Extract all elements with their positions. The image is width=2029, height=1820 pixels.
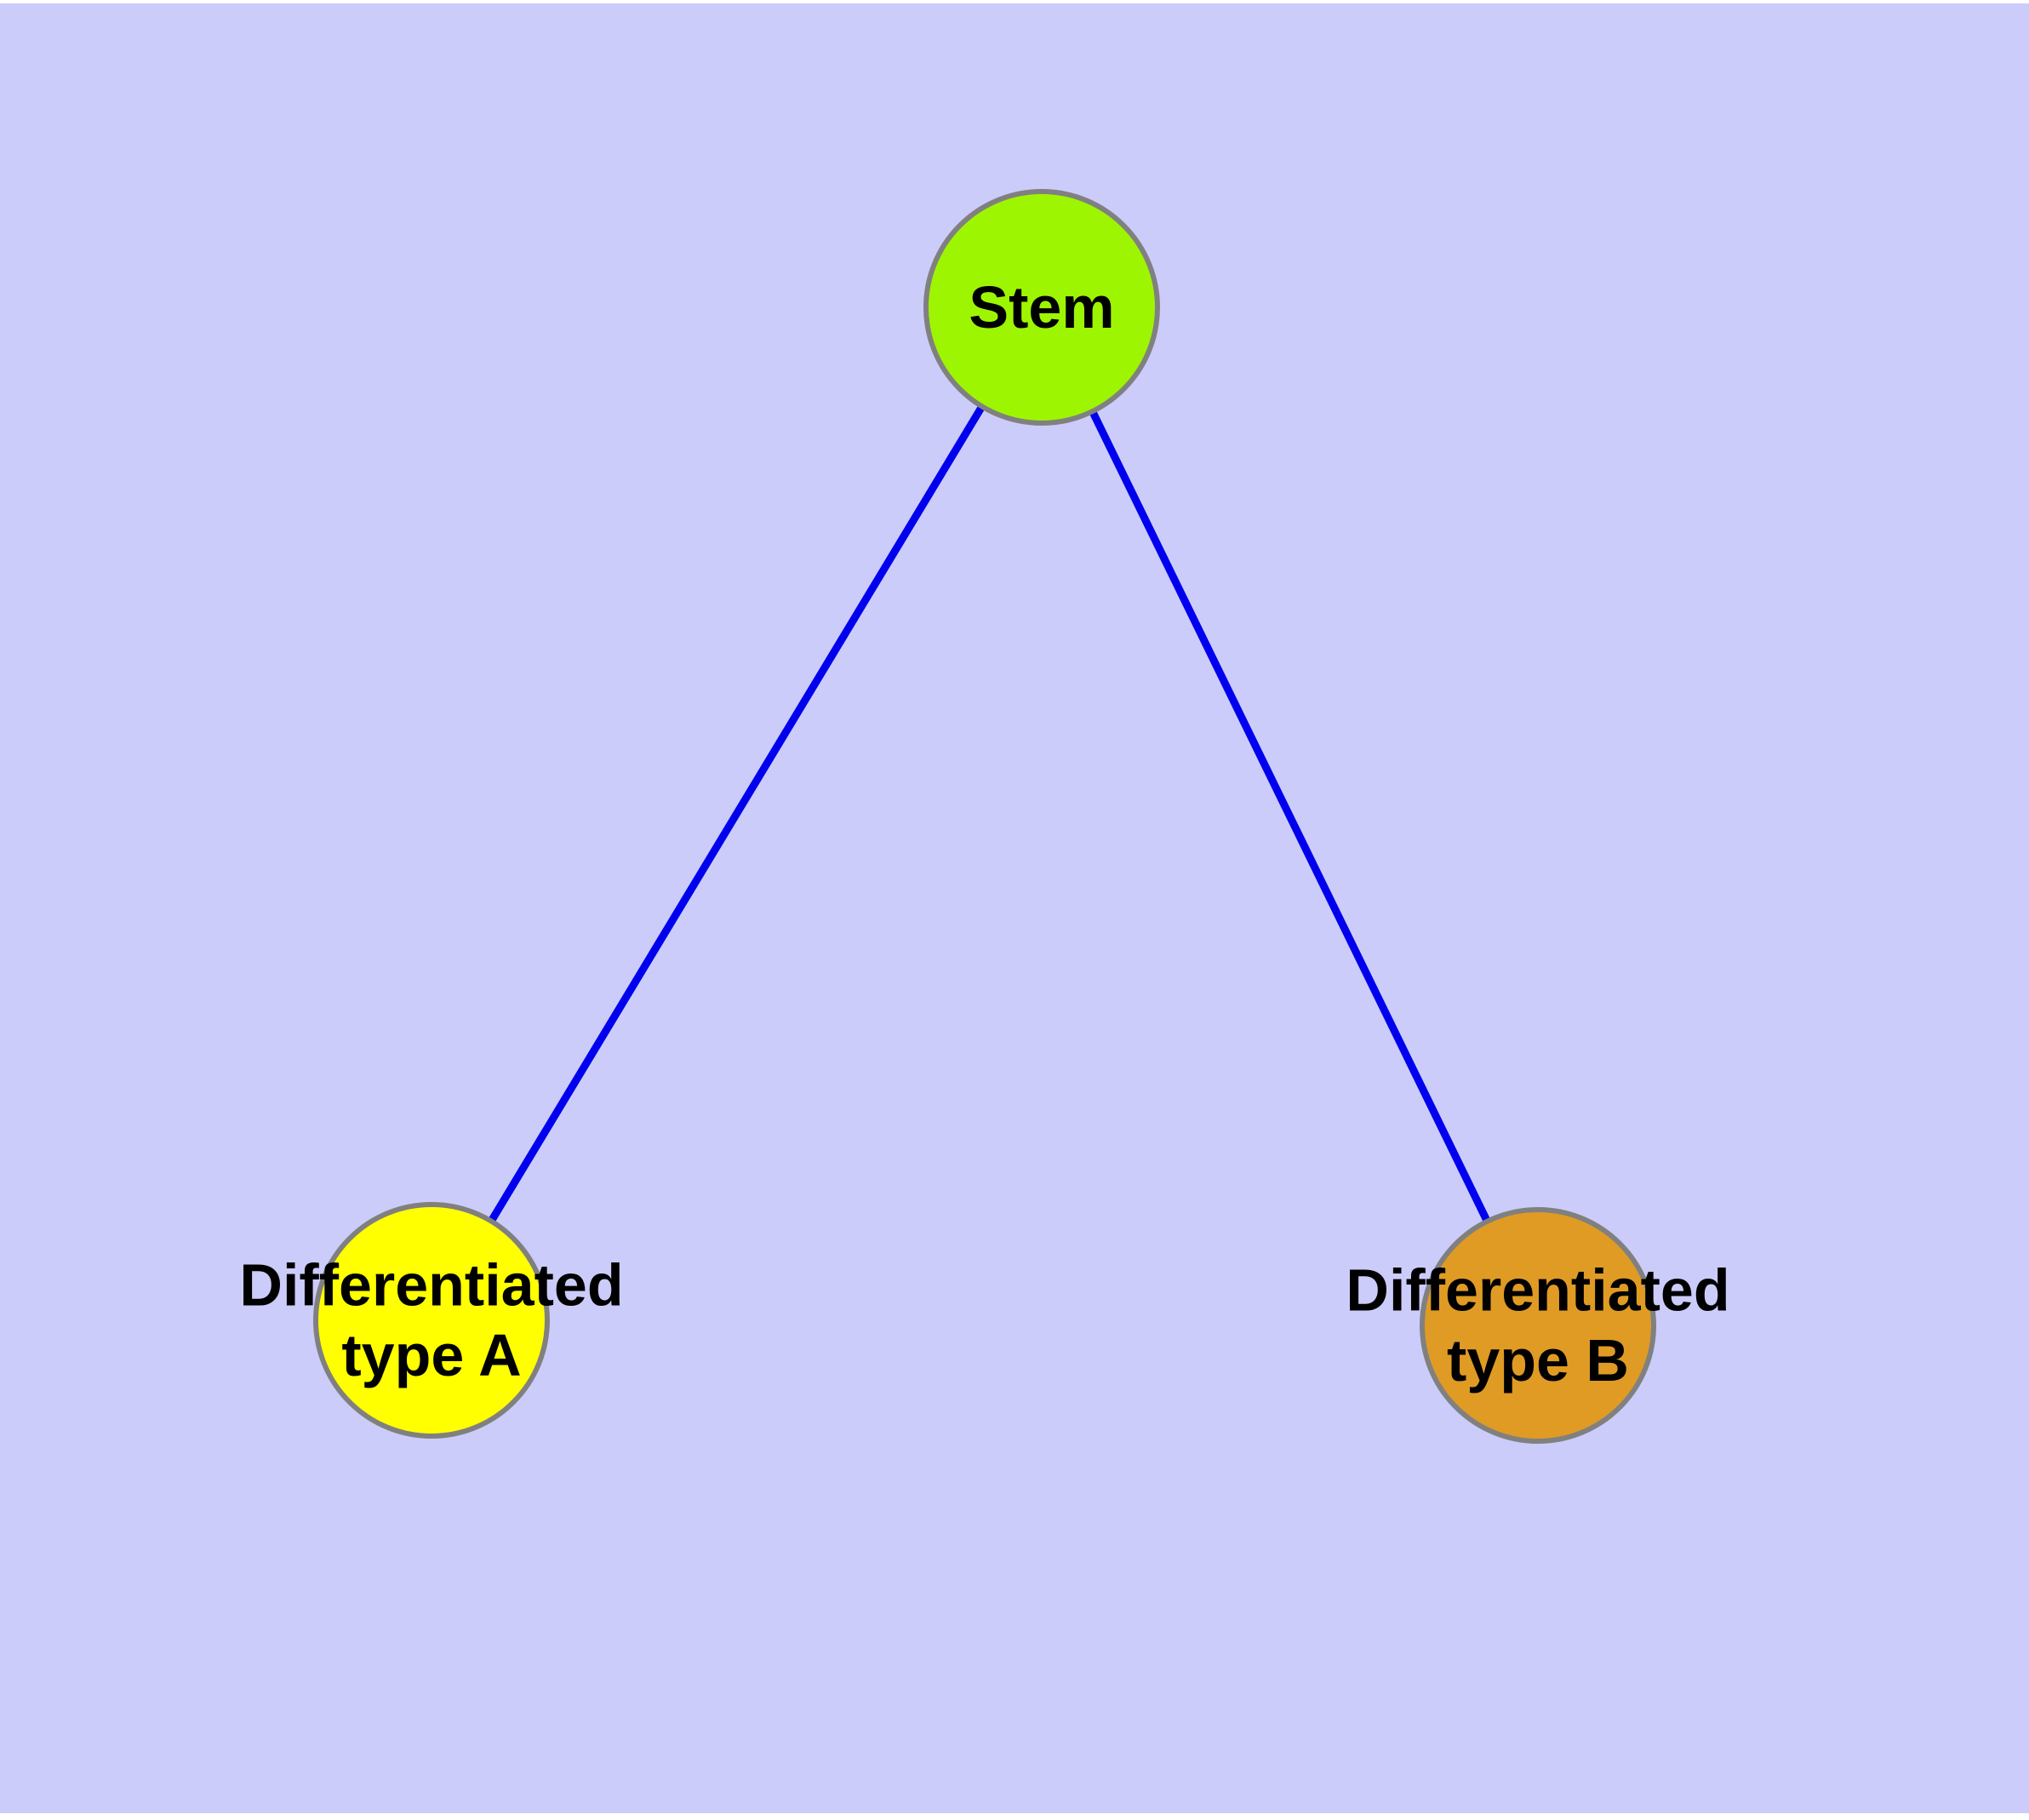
node-diff_b[interactable]	[1420, 1207, 1656, 1444]
edges-layer	[488, 404, 1491, 1223]
node-label-stem: Stem	[969, 274, 1114, 341]
edge-stem-diff-b	[1089, 409, 1491, 1223]
node-label-line: type B	[1447, 1327, 1629, 1394]
node-stem[interactable]	[923, 189, 1160, 426]
node-label-line: Differentiated	[239, 1252, 623, 1319]
node-label-line: type A	[341, 1322, 521, 1388]
nodes-layer	[313, 189, 1656, 1444]
node-diff_a[interactable]	[313, 1202, 550, 1439]
node-label-line: Differentiated	[1346, 1257, 1729, 1324]
edge-stem-diff-a	[488, 404, 986, 1223]
node-label-line: Stem	[969, 274, 1114, 341]
